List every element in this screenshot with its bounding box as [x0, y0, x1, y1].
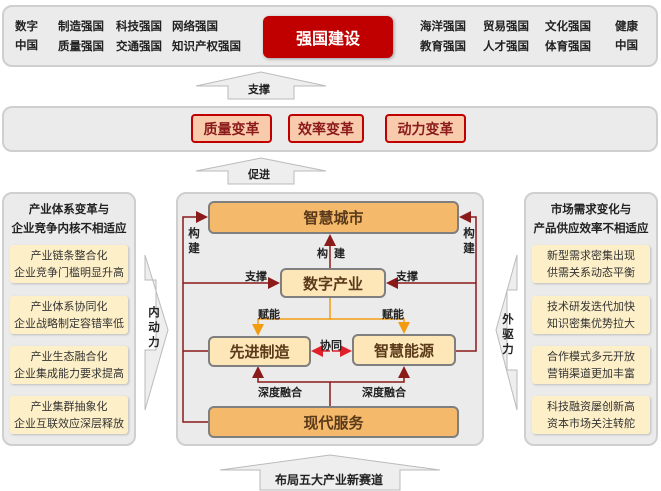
- empower-label-left: 赋能: [258, 308, 280, 321]
- right-arrow-inner-icon: [144, 254, 169, 411]
- goal-item: 文化强国: [545, 19, 591, 33]
- goal-item: 质量强国: [58, 39, 104, 53]
- goal-item: 教育强国: [420, 39, 466, 53]
- left-panel-title: 产业体系变革与企业竞争内核不相适应: [11, 202, 127, 235]
- fusion-label-left: 深度融合: [258, 386, 302, 399]
- left-item: 产业链条整合化企业竞争门槛明显升高: [10, 245, 128, 283]
- goal-item: 知识产权强国: [172, 39, 241, 53]
- up-arrow-layout-icon: [219, 454, 441, 491]
- goal-item: 人才强国: [483, 39, 529, 53]
- goal-item: 制造强国: [58, 19, 104, 33]
- right-item: 合作模式多元开放营销渠道更加丰富: [532, 346, 650, 384]
- goal-item: 网络强国: [172, 19, 218, 33]
- modern-service-node: 现代服务: [208, 406, 459, 438]
- power-change: 动力变革: [385, 114, 466, 143]
- quality-change: 质量变革: [191, 114, 272, 143]
- right-item: 技术研发迭代加快知识密集优势拉大: [532, 296, 650, 334]
- goal-digital-china: 数字中国: [15, 19, 38, 52]
- goal-healthy-china: 健康中国: [615, 19, 638, 52]
- up-arrow-promote-icon: [195, 157, 327, 185]
- goal-item: 体育强国: [545, 39, 591, 53]
- left-item: 产业集群抽象化企业互联效应深层释放: [10, 396, 128, 434]
- left-item: 产业体系协同化企业战略制定容错率低: [10, 296, 128, 334]
- advanced-manufacturing-node: 先进制造: [208, 336, 311, 367]
- right-item: 科技融资屡创新高资本市场关注转舵: [532, 396, 650, 434]
- inner-force-label: 内动力: [148, 305, 160, 349]
- strong-nation-box: 强国建设: [263, 16, 393, 58]
- layout-label: 布局五大产业新赛道: [275, 473, 384, 487]
- smart-city-node: 智慧城市: [208, 201, 459, 234]
- goal-item: 贸易强国: [483, 19, 529, 33]
- fusion-label-right: 深度融合: [362, 386, 406, 399]
- goal-item: 海洋强国: [420, 19, 466, 33]
- efficiency-change: 效率变革: [288, 114, 364, 143]
- left-item: 产业生态融合化企业集成能力要求提高: [10, 346, 128, 384]
- right-panel-title: 市场需求变化与产品供应效率不相适应: [533, 202, 649, 235]
- left-arrow-outer-icon: [495, 254, 518, 411]
- promote-label: 促进: [248, 168, 270, 181]
- outer-force-label: 外驱力: [502, 312, 514, 356]
- digital-industry-node: 数字产业: [280, 268, 386, 298]
- support-label-left: 支撑: [245, 270, 267, 283]
- collab-label: 协同: [320, 339, 342, 352]
- build-label-center: 构建: [317, 247, 351, 260]
- build-label-right: 构建: [463, 226, 475, 255]
- support-label-right: 支撑: [396, 270, 418, 283]
- empower-label-right: 赋能: [382, 308, 404, 321]
- goal-item: 科技强国: [116, 19, 162, 33]
- up-arrow-support-icon: [195, 71, 327, 100]
- build-label-left: 构建: [188, 226, 200, 255]
- goal-item: 交通强国: [116, 39, 162, 53]
- right-item: 新型需求密集出现供需关系动态平衡: [532, 245, 650, 283]
- smart-energy-node: 智慧能源: [352, 334, 456, 366]
- support-label: 支撑: [248, 83, 270, 96]
